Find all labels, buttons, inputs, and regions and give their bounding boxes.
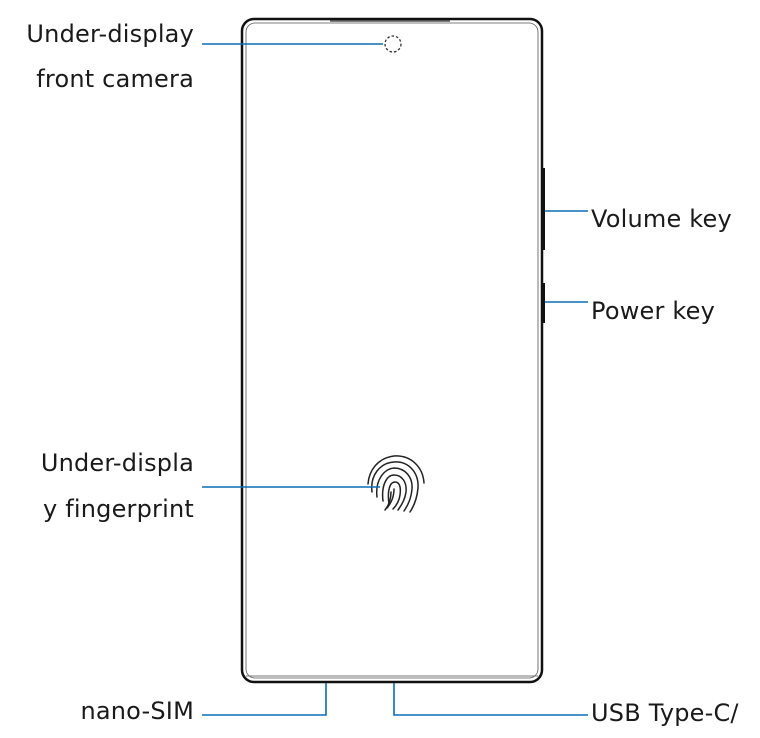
camera-label-line2: front camera (36, 65, 194, 93)
volume-key-label: Volume key (591, 205, 732, 233)
nano-sim-label: nano-SIM (80, 697, 194, 725)
power-key-label: Power key (591, 297, 716, 325)
camera-icon (384, 35, 402, 53)
phone-display-edge (245, 22, 539, 679)
power-key-shape (541, 283, 545, 323)
fingerprint-icon (367, 455, 425, 513)
leader-sim (202, 683, 327, 716)
leader-lines (202, 43, 588, 716)
leader-usb (393, 683, 588, 716)
fingerprint-label-line1: Under-displa (40, 449, 194, 477)
phone-body (240, 17, 544, 684)
camera-label-line1: Under-display (26, 20, 194, 48)
usb-label: USB Type-C/ (591, 699, 739, 727)
fingerprint-label-line2: y fingerprint (42, 495, 194, 523)
volume-key-shape (541, 168, 545, 250)
